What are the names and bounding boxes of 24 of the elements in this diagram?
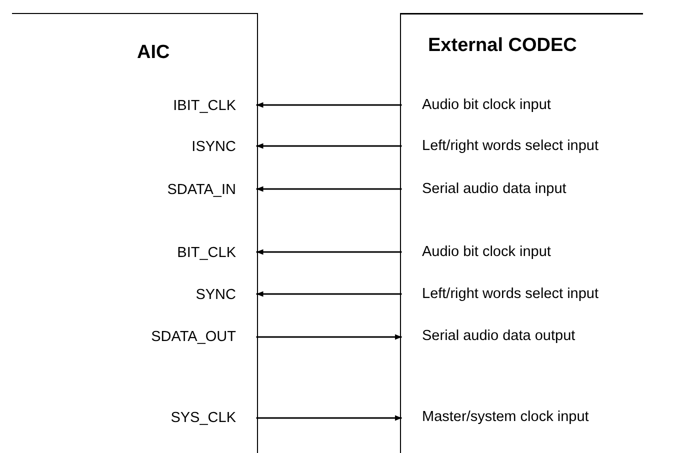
pin-name: SDATA_OUT — [87, 328, 257, 346]
pin-name: SDATA_IN — [87, 181, 257, 199]
pin-name: IBIT_CLK — [87, 97, 257, 115]
pin-name: SYS_CLK — [87, 409, 257, 427]
signal-arrow — [256, 249, 402, 255]
pin-name: SYNC — [87, 286, 257, 304]
signal-arrow — [256, 415, 402, 421]
signal-description: Serial audio data input — [401, 180, 681, 198]
signal-arrow — [256, 102, 402, 108]
signal-arrow — [256, 186, 402, 192]
pin-name: ISYNC — [87, 138, 257, 156]
signal-description: Master/system clock input — [401, 408, 681, 426]
signal-description: Left/right words select input — [401, 137, 681, 155]
block-title: AIC — [137, 42, 170, 64]
chip-block — [12, 13, 258, 453]
block-title: External CODEC — [428, 35, 577, 57]
signal-arrow — [256, 334, 402, 340]
signal-description: Left/right words select input — [401, 285, 681, 303]
signal-description: Serial audio data output — [401, 327, 681, 345]
signal-description: Audio bit clock input — [401, 96, 681, 114]
signal-description: Audio bit clock input — [401, 243, 681, 261]
pin-name: BIT_CLK — [87, 244, 257, 262]
signal-arrow — [256, 143, 402, 149]
signal-arrow — [256, 291, 402, 297]
